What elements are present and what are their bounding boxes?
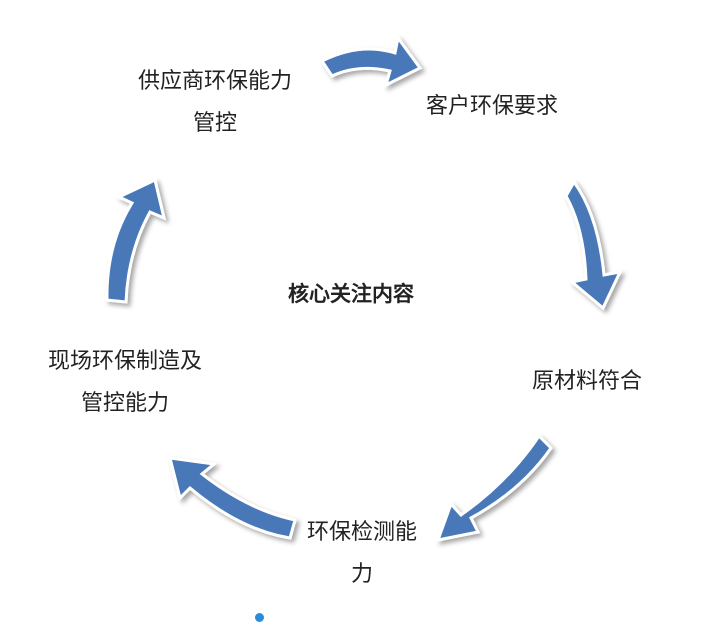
cycle-arrow-right-upper [564,179,623,311]
cycle-arrow-top [319,34,423,88]
cycle-arrow-right-lower [435,433,553,542]
cycle-arrow-bottom-left [168,456,297,540]
node-raw-material: 原材料符合 [532,361,642,403]
node-supplier-capability: 供应商环保能力 管控 [120,61,310,145]
center-label: 核心关注内容 [288,282,414,306]
node-customer-requirements: 客户环保要求 [426,86,558,128]
node-line: 现场环保制造及 [47,349,202,374]
node-line: 原材料符合 [532,369,643,394]
node-line: 客户环保要求 [426,94,559,119]
node-testing-capability: 环保检测能 力 [294,512,430,596]
node-field-manufacturing: 现场环保制造及 管控能力 [30,341,220,425]
cycle-arrow-left [105,177,167,304]
node-line: 管控 [192,111,237,136]
node-line: 环保检测能 [306,520,417,545]
node-line: 管控能力 [80,391,169,416]
node-line: 力 [350,562,373,587]
node-line: 供应商环保能力 [137,69,292,94]
